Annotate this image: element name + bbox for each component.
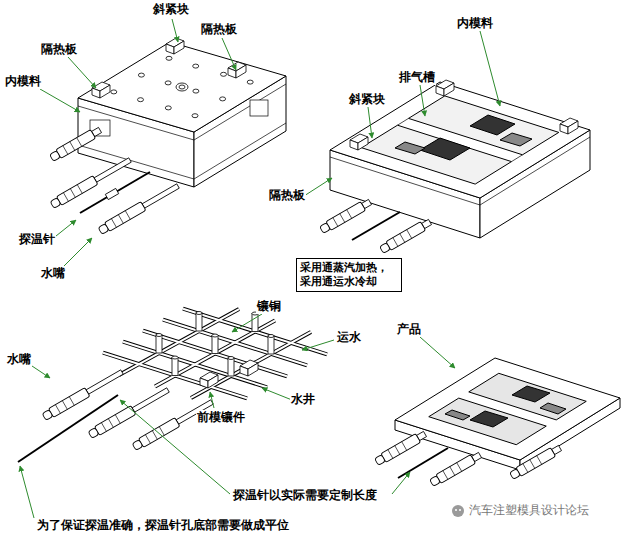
note-text: 采用通蒸汽加热，采用通运水冷却 [300,261,398,289]
part-label: 排气槽 [398,70,436,85]
part-label: 斜紧块 [348,92,386,107]
part-label: 产品 [396,322,422,337]
product-plate [374,358,620,487]
part-label: 探温针 [18,232,56,247]
part-label: 水嘴 [6,352,32,367]
part-label: 内模料 [456,16,494,31]
watermark: 汽车注塑模具设计论坛 [468,503,590,518]
mold-frame [319,80,590,254]
part-label: 探温针以实际需要定制长度 [232,488,378,503]
mold-assembly [49,38,286,235]
part-label: 水井 [290,392,316,407]
part-label: 隔热板 [268,188,306,203]
part-label: 内模料 [4,74,42,89]
part-label: 斜紧块 [152,2,190,17]
cooling-layout [18,309,327,462]
part-label: 运水 [336,330,362,345]
part-label: 前模镶件 [196,410,246,425]
watermark-icon [452,505,464,517]
note-box: 采用通蒸汽加热，采用通运水冷却 [296,258,402,292]
part-label: 水嘴 [40,266,66,281]
part-label: 隔热板 [40,42,78,57]
part-label: 隔热板 [200,22,238,37]
part-label: 为了保证探温准确，探温针孔底部需要做成平位 [36,518,290,533]
part-label: 镶铜 [256,299,282,314]
leader-lines [20,19,500,518]
